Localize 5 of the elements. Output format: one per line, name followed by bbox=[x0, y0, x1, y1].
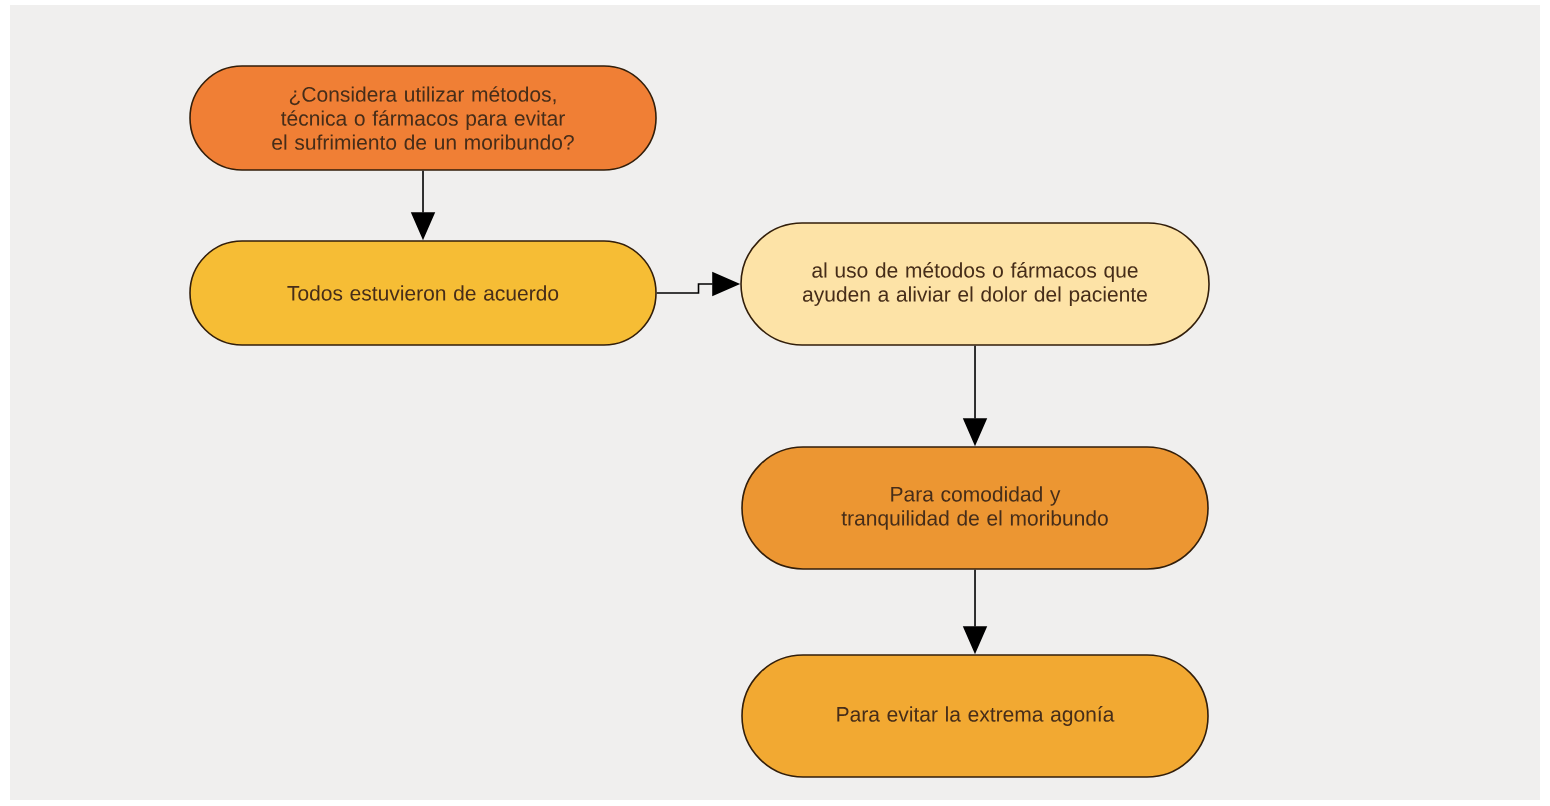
process-box: Todos estuvieron de acuerdo bbox=[189, 240, 657, 346]
process-box: Para comodidad y tranquilidad de el moribundo bbox=[741, 446, 1209, 570]
process-box: ¿Considera utilizar métodos, técnica o fármacos para evitar el sufrimiento de un moribundo? bbox=[189, 65, 657, 171]
process-box: al uso de métodos o fármacos que ayuden a aliviar el dolor del paciente bbox=[740, 222, 1210, 346]
process-box: Para evitar la extrema agonía bbox=[741, 654, 1209, 778]
